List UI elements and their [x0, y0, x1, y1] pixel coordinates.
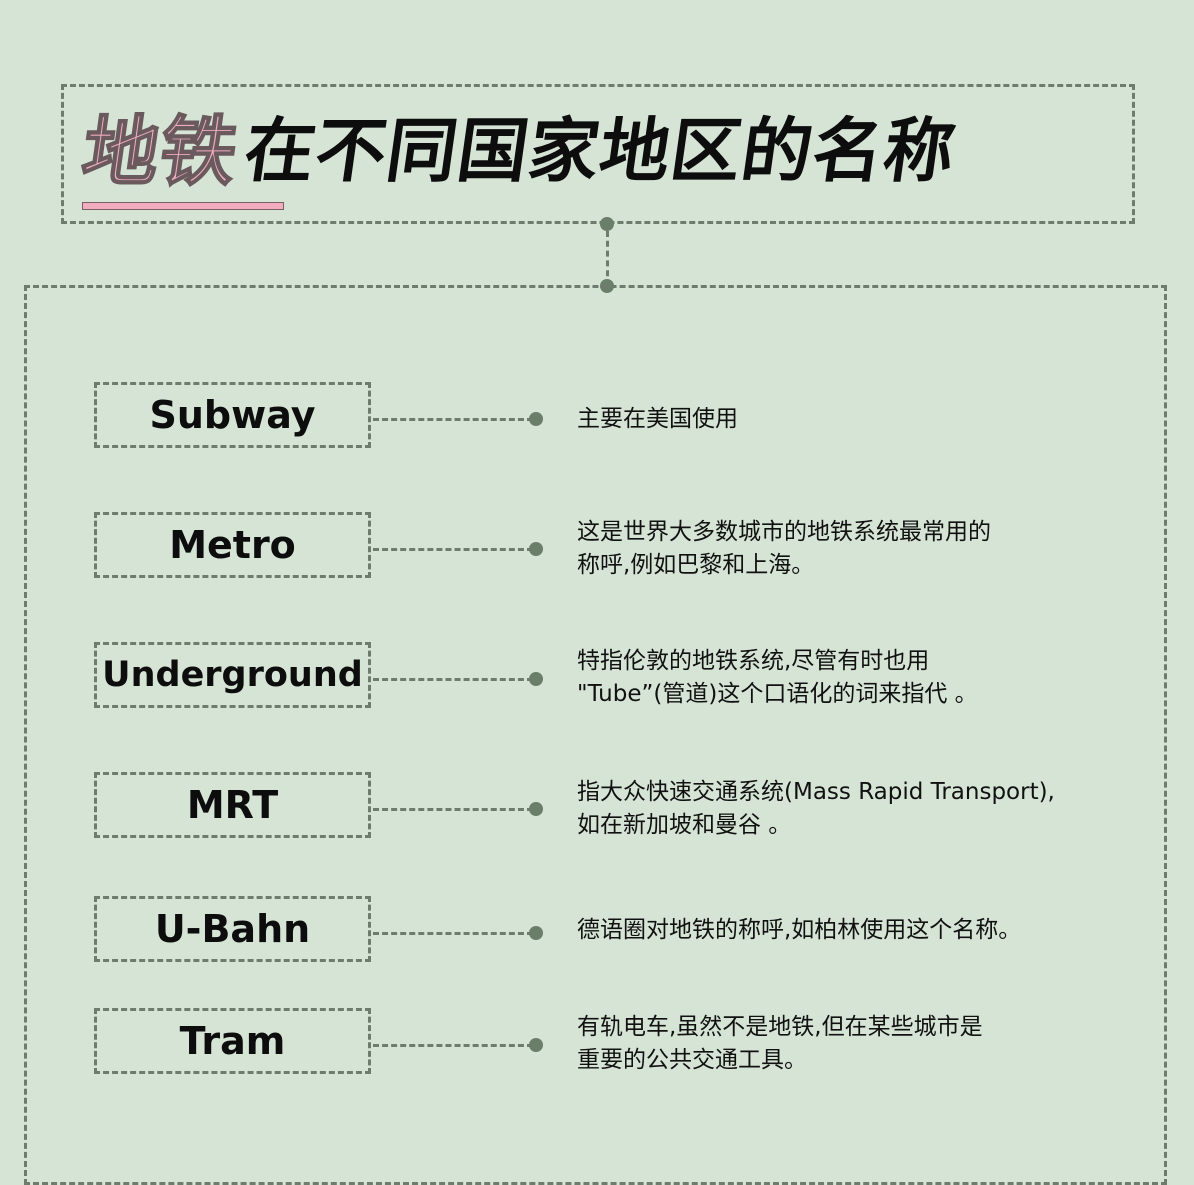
dashed-connector — [373, 808, 533, 811]
dashed-connector — [373, 418, 533, 421]
description-line: 如在新加坡和曼谷 。 — [577, 812, 792, 838]
term-box: U-Bahn — [94, 896, 371, 962]
description-line: "Tube”(管道)这个口语化的词来指代 。 — [577, 681, 978, 707]
term-box: Tram — [94, 1008, 371, 1074]
connector-dot — [529, 926, 543, 940]
dashed-connector — [373, 548, 533, 551]
term-box: MRT — [94, 772, 371, 838]
description: 指大众快速交通系统(Mass Rapid Transport), 如在新加坡和曼… — [577, 776, 1177, 842]
title-rest: 在不同国家地区的名称 — [239, 109, 961, 192]
description-line: 称呼,例如巴黎和上海。 — [577, 552, 815, 578]
dashed-connector — [373, 1044, 533, 1047]
page-title: 地铁 在不同国家地区的名称 — [76, 100, 963, 197]
description-line: 重要的公共交通工具。 — [577, 1047, 807, 1073]
title-highlight: 地铁 — [76, 106, 245, 197]
term-box: Underground — [94, 642, 371, 708]
description-line: 特指伦敦的地铁系统,尽管有时也用 — [577, 648, 930, 674]
vertical-connector — [606, 231, 609, 286]
connector-dot-top — [600, 217, 614, 231]
description-line: 德语圈对地铁的称呼,如柏林使用这个名称。 — [577, 917, 1022, 943]
description: 有轨电车,虽然不是地铁,但在某些城市是 重要的公共交通工具。 — [577, 1011, 1177, 1077]
description-line: 有轨电车,虽然不是地铁,但在某些城市是 — [577, 1014, 983, 1040]
term-box: Metro — [94, 512, 371, 578]
description: 特指伦敦的地铁系统,尽管有时也用 "Tube”(管道)这个口语化的词来指代 。 — [577, 645, 1177, 711]
dashed-connector — [373, 932, 533, 935]
connector-dot — [529, 672, 543, 686]
description-line: 主要在美国使用 — [577, 406, 738, 432]
dashed-connector — [373, 678, 533, 681]
connector-dot — [529, 1038, 543, 1052]
description: 德语圈对地铁的称呼,如柏林使用这个名称。 — [577, 914, 1177, 947]
term-box: Subway — [94, 382, 371, 448]
connector-dot — [529, 542, 543, 556]
description: 这是世界大多数城市的地铁系统最常用的 称呼,例如巴黎和上海。 — [577, 516, 1177, 582]
connector-dot — [529, 412, 543, 426]
title-frame — [61, 84, 1135, 224]
description-line: 指大众快速交通系统(Mass Rapid Transport), — [577, 779, 1055, 805]
description-line: 这是世界大多数城市的地铁系统最常用的 — [577, 519, 991, 545]
title-underline — [82, 202, 284, 210]
connector-dot — [529, 802, 543, 816]
description: 主要在美国使用 — [577, 403, 1177, 436]
